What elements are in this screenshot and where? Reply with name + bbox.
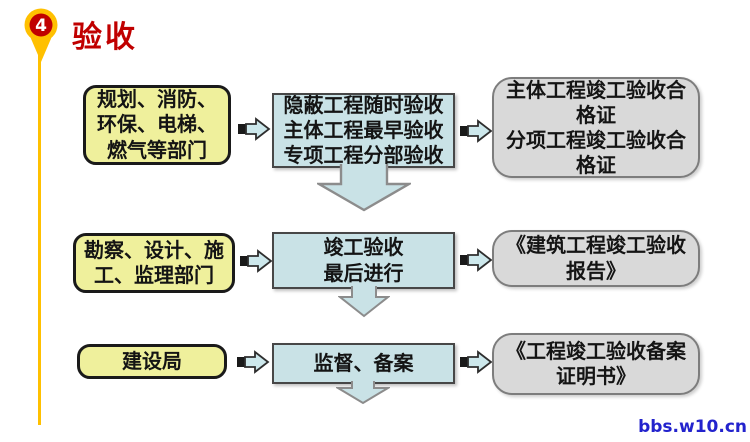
page-title: 验收 xyxy=(72,20,138,55)
arrow-right-icon xyxy=(237,350,270,374)
source-box-survey-design: 勘察、设计、施 工、监理部门 xyxy=(73,233,235,293)
output-box-filing-certificate: 《工程竣工验收备案 证明书》 xyxy=(492,333,700,395)
watermark-text: bbs.w10.cn xyxy=(638,417,747,437)
source-box-departments: 规划、消防、 环保、电梯、 燃气等部门 xyxy=(83,85,231,165)
arrow-down-icon xyxy=(338,286,390,318)
vertical-guide-line xyxy=(38,54,41,425)
step-number: 4 xyxy=(35,16,47,36)
map-pin-marker-icon: 4 xyxy=(24,8,58,62)
arrow-down-icon xyxy=(336,381,390,405)
process-box-supervision-filing: 监督、备案 xyxy=(272,343,455,384)
arrow-right-icon xyxy=(240,249,273,273)
source-box-construction-bureau: 建设局 xyxy=(77,344,227,379)
arrow-right-icon xyxy=(238,117,271,141)
output-box-certificates: 主体工程竣工验收合 格证 分项工程竣工验收合 格证 xyxy=(492,77,700,178)
arrow-right-icon xyxy=(460,248,493,272)
arrow-down-icon xyxy=(317,164,411,212)
arrow-right-icon xyxy=(460,119,493,143)
process-box-inspections: 隐蔽工程随时验收 主体工程最早验收 专项工程分部验收 xyxy=(272,93,455,168)
process-box-completion-acceptance: 竣工验收 最后进行 xyxy=(272,232,455,289)
output-box-acceptance-report: 《建筑工程竣工验收 报告》 xyxy=(492,230,700,287)
arrow-right-icon xyxy=(460,350,493,374)
